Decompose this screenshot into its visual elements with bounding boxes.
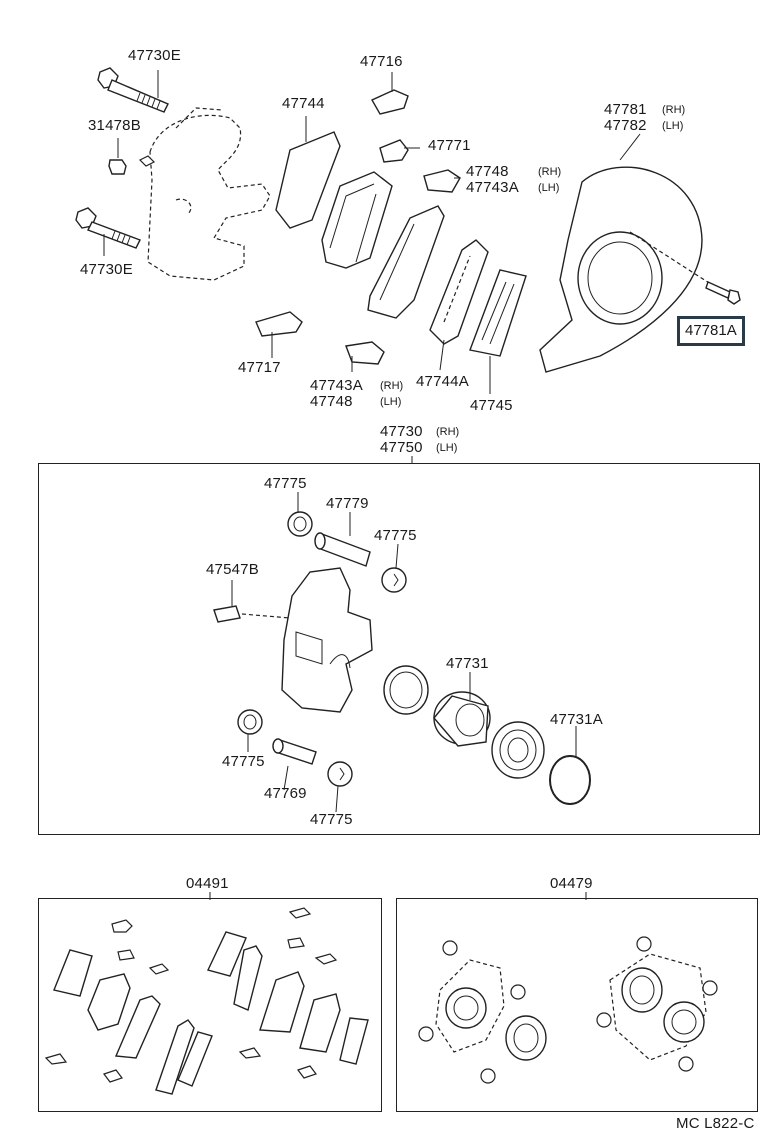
label-47781: 47781 xyxy=(604,101,647,118)
shim-47744 xyxy=(275,120,341,229)
clip-47716 xyxy=(371,89,409,115)
tag-lh-47743A: (LH) xyxy=(538,182,560,194)
boot-47775-a xyxy=(287,511,313,537)
label-47745: 47745 xyxy=(470,397,513,414)
label-47748-bottom: 47748 xyxy=(310,393,353,410)
label-04479: 04479 xyxy=(550,875,593,892)
label-04491: 04491 xyxy=(186,875,229,892)
bolt-47730E-top xyxy=(97,67,169,113)
label-47771: 47771 xyxy=(428,137,471,154)
label-47716: 47716 xyxy=(360,53,403,70)
tag-lh-47782: (LH) xyxy=(662,120,684,132)
leader-lines-caliper xyxy=(209,456,587,900)
piston xyxy=(433,691,491,747)
clip-47748-top xyxy=(423,169,461,193)
label-47731A: 47731A xyxy=(550,711,603,728)
label-47730: 47730 xyxy=(380,423,423,440)
dust-cover-47781 xyxy=(539,166,721,373)
clip-47743A-bottom xyxy=(345,341,385,365)
pin-47779 xyxy=(314,532,371,567)
label-47743A-bottom: 47743A xyxy=(310,377,363,394)
boot-47775-b xyxy=(381,567,407,593)
label-47775-c: 47775 xyxy=(222,753,265,770)
cap-31478B xyxy=(108,159,127,175)
label-47547B: 47547B xyxy=(206,561,259,578)
kit-04491-drawing xyxy=(44,907,369,1095)
label-47775-a: 47775 xyxy=(264,475,307,492)
label-47775-d: 47775 xyxy=(310,811,353,828)
caliper-assembly-frame xyxy=(38,463,760,835)
label-47744A: 47744A xyxy=(416,373,469,390)
label-47781A-highlight: 47781A xyxy=(677,316,745,346)
label-47717: 47717 xyxy=(238,359,281,376)
label-47769: 47769 xyxy=(264,785,307,802)
label-31478B: 31478B xyxy=(88,117,141,134)
tag-rh-47730: (RH) xyxy=(436,426,460,438)
clip-47771 xyxy=(379,139,409,163)
tag-rh-47748: (RH) xyxy=(538,166,562,178)
label-47731: 47731 xyxy=(446,655,489,672)
tag-rh-47781: (RH) xyxy=(662,104,686,116)
tag-lh-47748: (LH) xyxy=(380,396,402,408)
caliper-mounting-outline xyxy=(138,107,271,281)
tag-lh-47750: (LH) xyxy=(436,442,458,454)
label-47775-b: 47775 xyxy=(374,527,417,544)
footer-code: MC L822-C xyxy=(676,1115,755,1132)
pad-inner xyxy=(367,205,445,319)
boot-piston xyxy=(491,721,545,779)
label-47748-top: 47748 xyxy=(466,163,509,180)
kit-04479-frame xyxy=(396,898,758,1112)
tag-rh-47743A: (RH) xyxy=(380,380,404,392)
label-47744: 47744 xyxy=(282,95,325,112)
kit-04491-frame xyxy=(38,898,382,1112)
pin-47769 xyxy=(272,738,317,765)
leader-lines-top xyxy=(103,70,641,394)
kit-04479-drawing xyxy=(418,936,718,1084)
shim-47744A xyxy=(429,239,489,345)
shim-47745 xyxy=(469,269,527,357)
clip-47717 xyxy=(255,311,303,337)
label-47750: 47750 xyxy=(380,439,423,456)
label-47782: 47782 xyxy=(604,117,647,134)
bolt-47781A xyxy=(705,281,741,305)
bolt-47730E-bottom xyxy=(75,207,141,249)
label-47779: 47779 xyxy=(326,495,369,512)
label-47730E-bottom: 47730E xyxy=(80,261,133,278)
boot-47775-c xyxy=(237,709,263,735)
caliper-body xyxy=(281,567,373,713)
bleeder-47547B xyxy=(213,605,291,623)
seal-47731 xyxy=(383,665,429,715)
pad-outer xyxy=(321,171,393,269)
label-47743A-top: 47743A xyxy=(466,179,519,196)
boot-47775-d xyxy=(327,761,353,787)
ring-47731A xyxy=(549,755,591,805)
label-47730E-top: 47730E xyxy=(128,47,181,64)
